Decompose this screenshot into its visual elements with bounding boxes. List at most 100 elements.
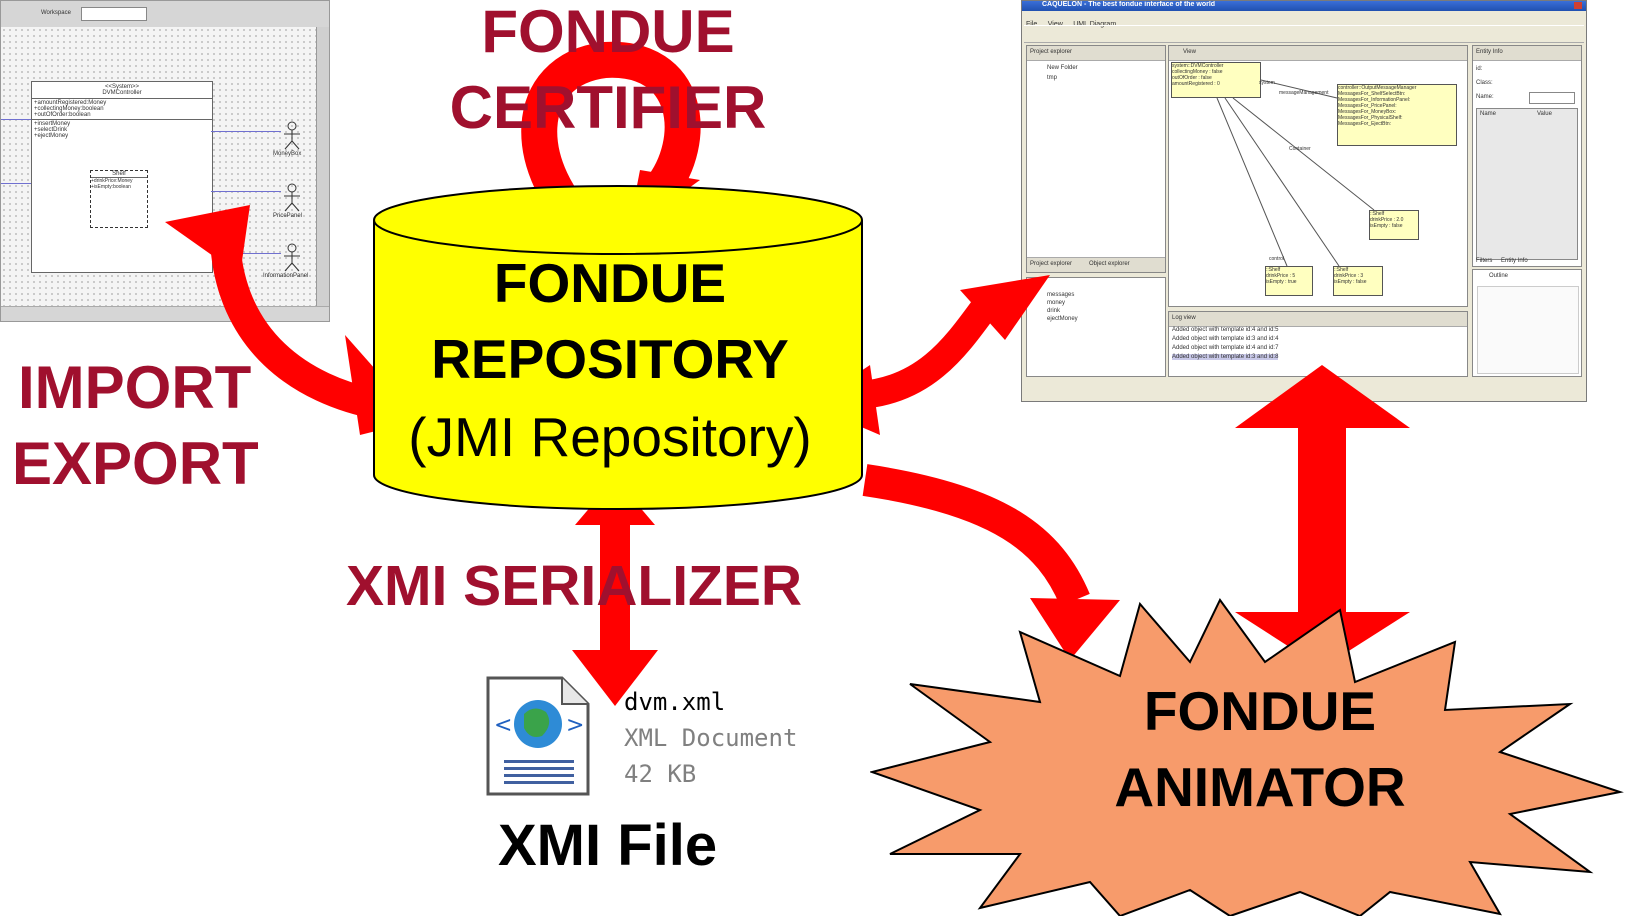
class-attribute: +outOfOrder:boolean: [34, 112, 91, 118]
file-type: XML Document: [624, 724, 798, 752]
tree-item[interactable]: ejectMoney: [1047, 316, 1078, 322]
shelf-attribute: +drinkPrice:Money: [91, 178, 133, 184]
link-label: Container: [1289, 146, 1311, 152]
animator-arrow: [862, 464, 1090, 607]
serializer-arrowhead-bottom: [572, 650, 658, 706]
class-operation: +insertMoney: [34, 121, 71, 127]
repository-cylinder: [373, 185, 863, 510]
vertical-scrollbar[interactable]: [316, 27, 329, 307]
log-view-title: Log view: [1172, 315, 1196, 321]
entity-field-label: Name:: [1476, 94, 1494, 100]
certifier-label-line1: FONDUE: [481, 0, 735, 65]
certifier-label-line2: CERTIFIER: [449, 74, 767, 141]
animator-link-arrowhead-top: [1235, 365, 1410, 428]
object-explorer-pane: messages money drink ejectMoney: [1026, 277, 1166, 377]
import-export-arrow: [210, 238, 383, 420]
serializer-label: XMI SERIALIZER: [346, 554, 803, 618]
outline-pane: Filters Entity Info Outline: [1472, 258, 1582, 377]
association-line: [1, 183, 31, 184]
repository-label-line1: FONDUE: [493, 252, 727, 314]
object-text: drinkPrice : 5: [1266, 273, 1296, 279]
object-text: MessagesFor_InformationPanel:: [1338, 97, 1411, 103]
table-header-value: Value: [1537, 111, 1552, 117]
link-lines: [1216, 79, 1375, 267]
actor-icon: [284, 121, 300, 150]
object-text: MessagesFor_MoneyBox:: [1338, 109, 1397, 115]
object-text: ::Shelf: [1370, 211, 1385, 217]
object-text: drinkPrice : 3: [1334, 273, 1364, 279]
name-input[interactable]: [1529, 92, 1575, 104]
repository-label-line2: REPOSITORY: [431, 328, 789, 390]
outline-title: Outline: [1489, 273, 1509, 279]
dvm-controller-object[interactable]: system::DVMController collectingMoney : …: [1171, 62, 1261, 98]
actor-icon: [284, 243, 300, 272]
object-text: MessagesFor_PhysicalShelf:: [1338, 115, 1403, 121]
class-stereotype: <<System>>: [104, 84, 140, 90]
class-operation: +selectDrink: [34, 127, 68, 133]
animator-label-line2: ANIMATOR: [1114, 756, 1406, 818]
tab-filters[interactable]: Filters: [1476, 258, 1493, 264]
shelf-object[interactable]: ::Shelf drinkPrice : 2.0 isEmpty : false: [1369, 210, 1419, 240]
animator-link-shaft: [1298, 420, 1346, 620]
link-label: system: [1259, 80, 1275, 86]
shelf-object[interactable]: ::Shelf drinkPrice : 3 isEmpty : false: [1333, 266, 1383, 296]
link-label: messageManagement: [1279, 90, 1329, 96]
certifier-loop-arrow: [521, 41, 701, 246]
object-text: ::Shelf: [1334, 267, 1349, 273]
export-label: EXPORT: [12, 430, 259, 497]
tree-item[interactable]: New Folder: [1047, 65, 1078, 71]
entity-info-pane: Entity Info id: Class: Name: Name Value: [1472, 45, 1582, 267]
tab-object-explorer[interactable]: Object explorer: [1089, 261, 1130, 267]
object-text: MessagesFor_PricePanel:: [1338, 103, 1397, 109]
object-text: isEmpty : false: [1370, 223, 1403, 229]
window-title: CAQUELON - The best fondue interface of …: [1042, 1, 1216, 8]
xml-document-icon: < >: [486, 676, 590, 796]
object-text: system::DVMController: [1172, 63, 1224, 69]
log-line: Added object with template id:3 and id:4: [1172, 336, 1279, 342]
outline-thumbnail[interactable]: [1477, 286, 1579, 374]
close-icon[interactable]: [1574, 2, 1582, 9]
menu-file[interactable]: File: [1026, 21, 1038, 28]
menu-view[interactable]: View: [1047, 21, 1063, 28]
menu-uml-diagram[interactable]: UML Diagram: [1073, 21, 1117, 28]
workspace-label: Workspace: [41, 10, 71, 16]
class-attribute: +amountRegistered:Money: [34, 100, 107, 106]
workspace-select[interactable]: [81, 7, 147, 21]
entity-field-label: id:: [1476, 66, 1483, 72]
xml-file-icon[interactable]: < >: [484, 674, 592, 798]
object-text: MessagesFor_ShelfSelectBtn:: [1338, 91, 1406, 97]
serializer-arrow-shaft: [600, 520, 630, 650]
entity-field-label: Class:: [1476, 80, 1493, 86]
tab-project-explorer[interactable]: Project explorer: [1030, 261, 1073, 267]
repository-label-line3: (JMI Repository): [408, 406, 812, 468]
tree-item[interactable]: tmp: [1047, 75, 1058, 81]
tab-view[interactable]: View: [1183, 49, 1196, 55]
object-text: controller::OutputMessageManager: [1338, 85, 1417, 91]
view-pane: View system::DVMController collectingMon…: [1168, 45, 1468, 307]
object-text: collectingMoney : false: [1172, 69, 1223, 75]
entity-info-title: Entity Info: [1476, 49, 1503, 55]
table-header-name: Name: [1480, 111, 1497, 117]
class-attribute: +collectingMoney:boolean: [34, 106, 104, 112]
object-text: isEmpty : true: [1266, 279, 1297, 285]
tree-item[interactable]: drink: [1047, 308, 1061, 314]
association-line: [211, 253, 281, 254]
association-line: [1, 119, 31, 120]
project-explorer-pane: Project explorer New Folder tmp Project …: [1026, 45, 1166, 273]
log-view-pane: Log view Added object with template id:4…: [1168, 311, 1468, 377]
output-message-manager-object[interactable]: controller::OutputMessageManager Message…: [1337, 84, 1457, 146]
shelf-class[interactable]: Shelf +drinkPrice:Money +isEmpty:boolean: [90, 170, 148, 228]
log-line: Added object with template id:3 and id:8: [1172, 354, 1279, 360]
actor-label: MoneyBox: [273, 151, 302, 157]
title-bar: CAQUELON - The best fondue interface of …: [1022, 1, 1586, 11]
log-line: Added object with template id:4 and id:7: [1172, 345, 1279, 351]
association-line: [211, 191, 281, 192]
xmi-file-label: XMI File: [498, 813, 718, 878]
shelf-object[interactable]: ::Shelf drinkPrice : 5 isEmpty : true: [1265, 266, 1313, 296]
animator-arrowhead: [1030, 598, 1120, 660]
tree-item[interactable]: messages: [1047, 292, 1075, 298]
left-diagram-canvas: <<System>> DVMController +amountRegister…: [1, 27, 317, 307]
tab-entity-info[interactable]: Entity Info: [1501, 258, 1528, 264]
link-label: control: [1269, 256, 1285, 262]
tree-item[interactable]: money: [1047, 300, 1066, 306]
